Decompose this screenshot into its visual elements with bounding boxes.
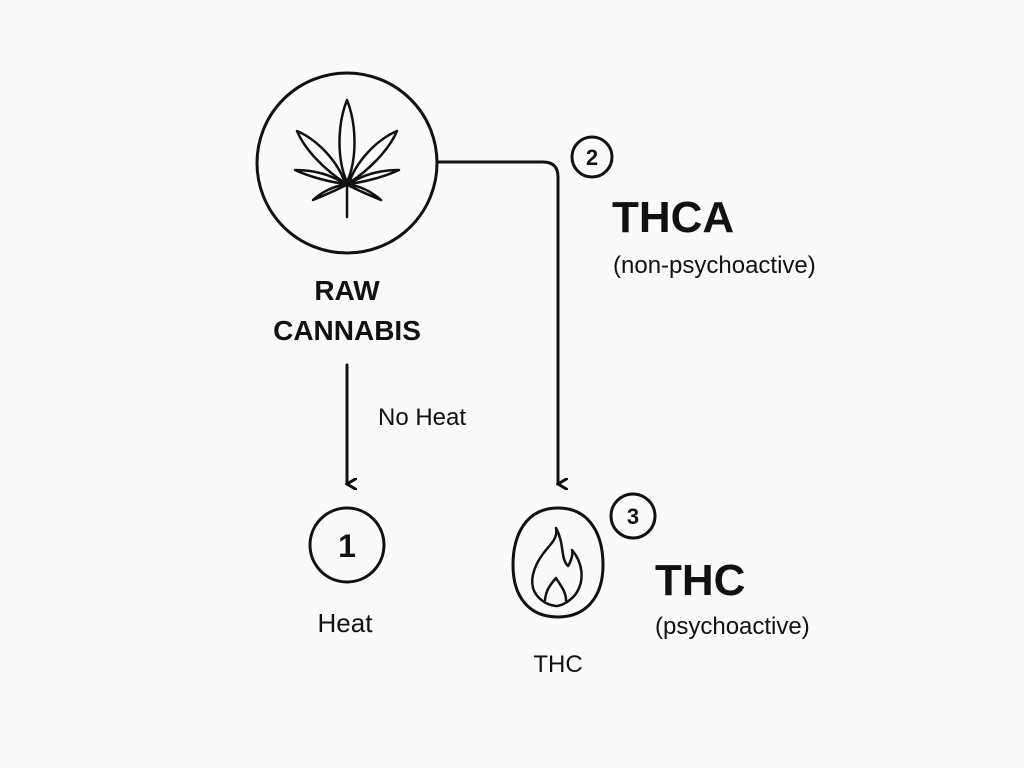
step-3-badge <box>609 492 657 540</box>
step-1-number: 1 <box>338 528 356 564</box>
thc-node: 3 THC (psychoactive) THC <box>511 492 810 678</box>
thc-label: THC <box>533 651 582 678</box>
thca-node: 2 THCA (non-psychoactive) <box>570 135 816 279</box>
step-1-badge <box>308 506 386 584</box>
no-heat-label: No Heat <box>378 404 466 431</box>
thc-subtitle: (psychoactive) <box>655 613 810 640</box>
raw-cannabis-node: RAW CANNABIS <box>255 71 439 346</box>
thc-blob <box>511 506 605 619</box>
step-2-badge <box>570 135 614 179</box>
heat-label: Heat <box>318 608 374 638</box>
cannabis-leaf-icon <box>293 98 401 219</box>
raw-label-line1: RAW <box>314 275 380 306</box>
thca-subtitle: (non-psychoactive) <box>613 252 816 279</box>
raw-label-line2: CANNABIS <box>273 315 421 346</box>
thc-title: THC <box>655 556 745 605</box>
connector-raw-to-thc <box>435 160 558 484</box>
step-2-number: 2 <box>586 145 598 170</box>
flame-icon <box>531 526 583 608</box>
heat-node: 1 Heat <box>308 506 386 638</box>
thca-title: THCA <box>612 193 734 242</box>
step-3-number: 3 <box>627 504 639 529</box>
